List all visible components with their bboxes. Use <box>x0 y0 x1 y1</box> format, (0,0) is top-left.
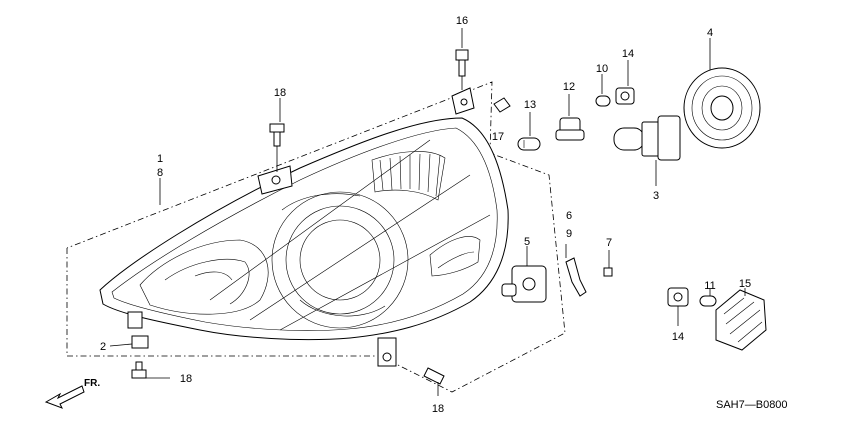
callout-18-bottom-right: 18 <box>432 403 444 415</box>
bolt-18-bottom-left <box>131 361 170 379</box>
callout-15: 15 <box>739 278 751 290</box>
callout-1: 1 <box>157 153 163 165</box>
fr-label: FR. <box>84 378 100 389</box>
callout-labels: 1 8 2 18 18 18 16 17 13 12 10 14 4 3 5 6… <box>100 15 751 415</box>
diagram-code: SAH7—B0800 <box>716 399 788 411</box>
headlight-bulb-3 <box>613 115 681 186</box>
nut-2 <box>109 335 149 349</box>
side-marker-15 <box>715 288 767 351</box>
socket-14-top <box>615 87 635 105</box>
socket-12 <box>555 117 585 141</box>
bulb-13 <box>517 137 541 151</box>
callout-18-top: 18 <box>274 87 286 99</box>
actuator-5 <box>501 246 547 303</box>
callout-5: 5 <box>524 236 530 248</box>
assembly-outline <box>66 81 566 393</box>
callout-11: 11 <box>704 280 715 292</box>
callout-17: 17 <box>492 131 504 143</box>
callout-9: 9 <box>566 228 572 240</box>
callout-7: 7 <box>606 237 612 249</box>
socket-14-bottom <box>667 287 689 326</box>
callout-3: 3 <box>653 190 659 202</box>
callout-13: 13 <box>524 99 536 111</box>
callout-10: 10 <box>596 63 608 75</box>
leader-lines <box>159 28 629 258</box>
headlight-assembly <box>99 87 509 367</box>
bracket-6-9 <box>565 257 587 297</box>
bulb-11 <box>699 288 717 307</box>
callout-14-top: 14 <box>622 48 634 60</box>
callout-16: 16 <box>456 15 468 27</box>
clip-17 <box>493 97 511 113</box>
bolt-18-bottom-right <box>423 367 445 396</box>
callout-18-bottom-left: 18 <box>180 373 192 385</box>
callout-14-bottom: 14 <box>672 331 684 343</box>
callout-8: 8 <box>157 167 163 179</box>
bulb-10 <box>595 95 611 107</box>
bolt-18-top <box>269 123 285 172</box>
front-direction-arrow: FR. <box>44 378 100 409</box>
callout-4: 4 <box>707 27 713 39</box>
callout-6: 6 <box>566 210 572 222</box>
callout-12: 12 <box>563 81 575 93</box>
dust-cover-4 <box>683 38 761 149</box>
bolt-16 <box>455 49 469 90</box>
callout-2: 2 <box>100 341 106 353</box>
screw-7 <box>603 250 613 277</box>
